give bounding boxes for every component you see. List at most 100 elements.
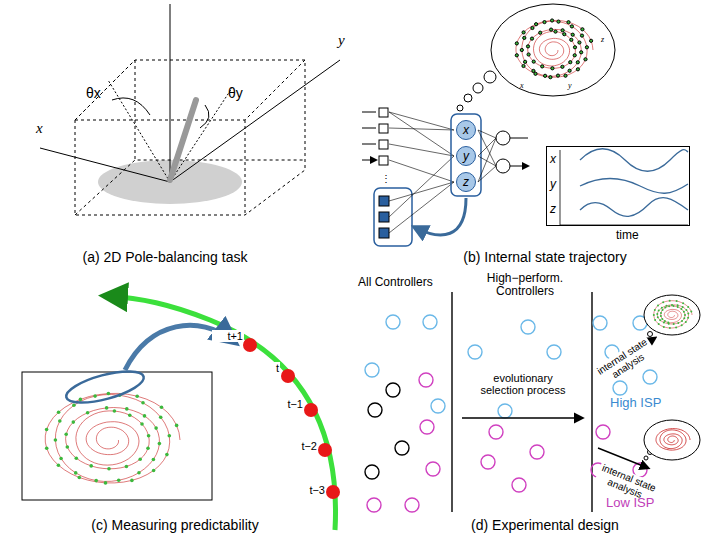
axis-label: y (568, 82, 580, 91)
state-dot (671, 304, 673, 306)
state-dot (527, 53, 530, 56)
state-dot (141, 401, 145, 405)
state-dot (78, 476, 82, 480)
state-dot (661, 318, 663, 320)
time-series-plot: xyztime (546, 146, 690, 226)
state-dot (541, 65, 544, 68)
state-dot (45, 428, 49, 432)
state-dot (664, 307, 666, 309)
state-dot (515, 54, 518, 57)
state-dot (551, 67, 554, 70)
state-dot (94, 479, 98, 483)
state-dot (104, 481, 108, 485)
hidden-unit: z (456, 172, 476, 192)
state-dot (152, 458, 156, 462)
state-dot (554, 30, 557, 33)
state-dot (146, 447, 150, 451)
state-dot (682, 302, 684, 304)
state-dot (138, 457, 142, 461)
state-dot (576, 68, 579, 71)
state-dot (681, 324, 683, 326)
state-dot (569, 61, 572, 64)
neural-network: ⋮ (362, 4, 688, 246)
state-dot (684, 314, 686, 316)
state-dot (72, 404, 76, 408)
state-dot (531, 26, 534, 29)
predictability-figure (22, 296, 340, 530)
state-dot (590, 39, 593, 42)
state-dot (544, 74, 547, 77)
state-dot (654, 309, 656, 311)
state-dot (669, 300, 671, 302)
unit-label: x (463, 124, 469, 136)
state-dot (168, 434, 172, 438)
state-dot (117, 479, 121, 483)
arrow-label: evolutionary selection process (474, 372, 572, 396)
state-dot (522, 31, 525, 34)
state-trajectory (516, 20, 593, 77)
state-dot (657, 316, 659, 318)
state-trajectory (656, 429, 690, 451)
state-dot (66, 445, 70, 449)
state-dot (57, 410, 61, 414)
state-dot (564, 74, 567, 77)
group-label: Low ISP (606, 496, 686, 510)
group-label: High−perform. Controllers (470, 272, 580, 298)
state-dot (675, 326, 677, 328)
axis-label: x (36, 120, 56, 137)
state-dot (653, 314, 655, 316)
hidden-unit: y (456, 146, 476, 166)
state-dot (57, 463, 61, 467)
state-dot (573, 54, 576, 57)
state-dot (657, 305, 659, 307)
state-dot (660, 312, 662, 314)
state-dot (54, 438, 58, 442)
state-dot (86, 411, 90, 415)
state-dot (551, 19, 554, 22)
state-dot (154, 426, 158, 430)
state-dot (58, 419, 62, 423)
state-dot (143, 414, 147, 418)
state-dot (105, 406, 109, 410)
state-dot (570, 25, 573, 28)
state-dot (687, 317, 689, 319)
state-dot (663, 326, 665, 328)
state-dot (677, 322, 679, 324)
state-dot (125, 407, 129, 411)
state-dot (543, 21, 546, 24)
angle-label: θx (86, 86, 116, 101)
panel-caption: (a) 2D Pole-balancing task (60, 250, 270, 265)
experimental-design (365, 292, 700, 512)
signal-label: z (550, 203, 556, 215)
time-label: t−2 (278, 440, 318, 452)
state-dot (522, 64, 525, 67)
state-dot (75, 456, 79, 460)
state-dot (137, 471, 141, 475)
panel-caption: (b) Internal state trajectory (430, 250, 660, 265)
state-dot (662, 301, 664, 303)
state-dot (152, 469, 156, 473)
state-dot (656, 313, 658, 315)
state-dot (673, 323, 675, 325)
state-dot (669, 327, 671, 329)
state-dot (107, 392, 111, 396)
state-dot (685, 321, 687, 323)
state-dot (663, 321, 665, 323)
state-trajectory (654, 301, 692, 328)
state-dot (534, 72, 537, 75)
state-dot (573, 46, 576, 49)
state-dot (660, 315, 662, 317)
time-label: t (254, 362, 280, 374)
state-dot (160, 406, 164, 410)
state-dot (662, 309, 664, 311)
state-dot (666, 305, 668, 307)
state-dot (668, 305, 670, 307)
state-dot (135, 394, 139, 398)
signal-label: y (550, 178, 556, 190)
state-dot (687, 306, 689, 308)
state-dot (571, 33, 574, 36)
unit-label: y (463, 150, 469, 162)
state-dot (45, 447, 49, 451)
signal-label: x (550, 153, 556, 165)
